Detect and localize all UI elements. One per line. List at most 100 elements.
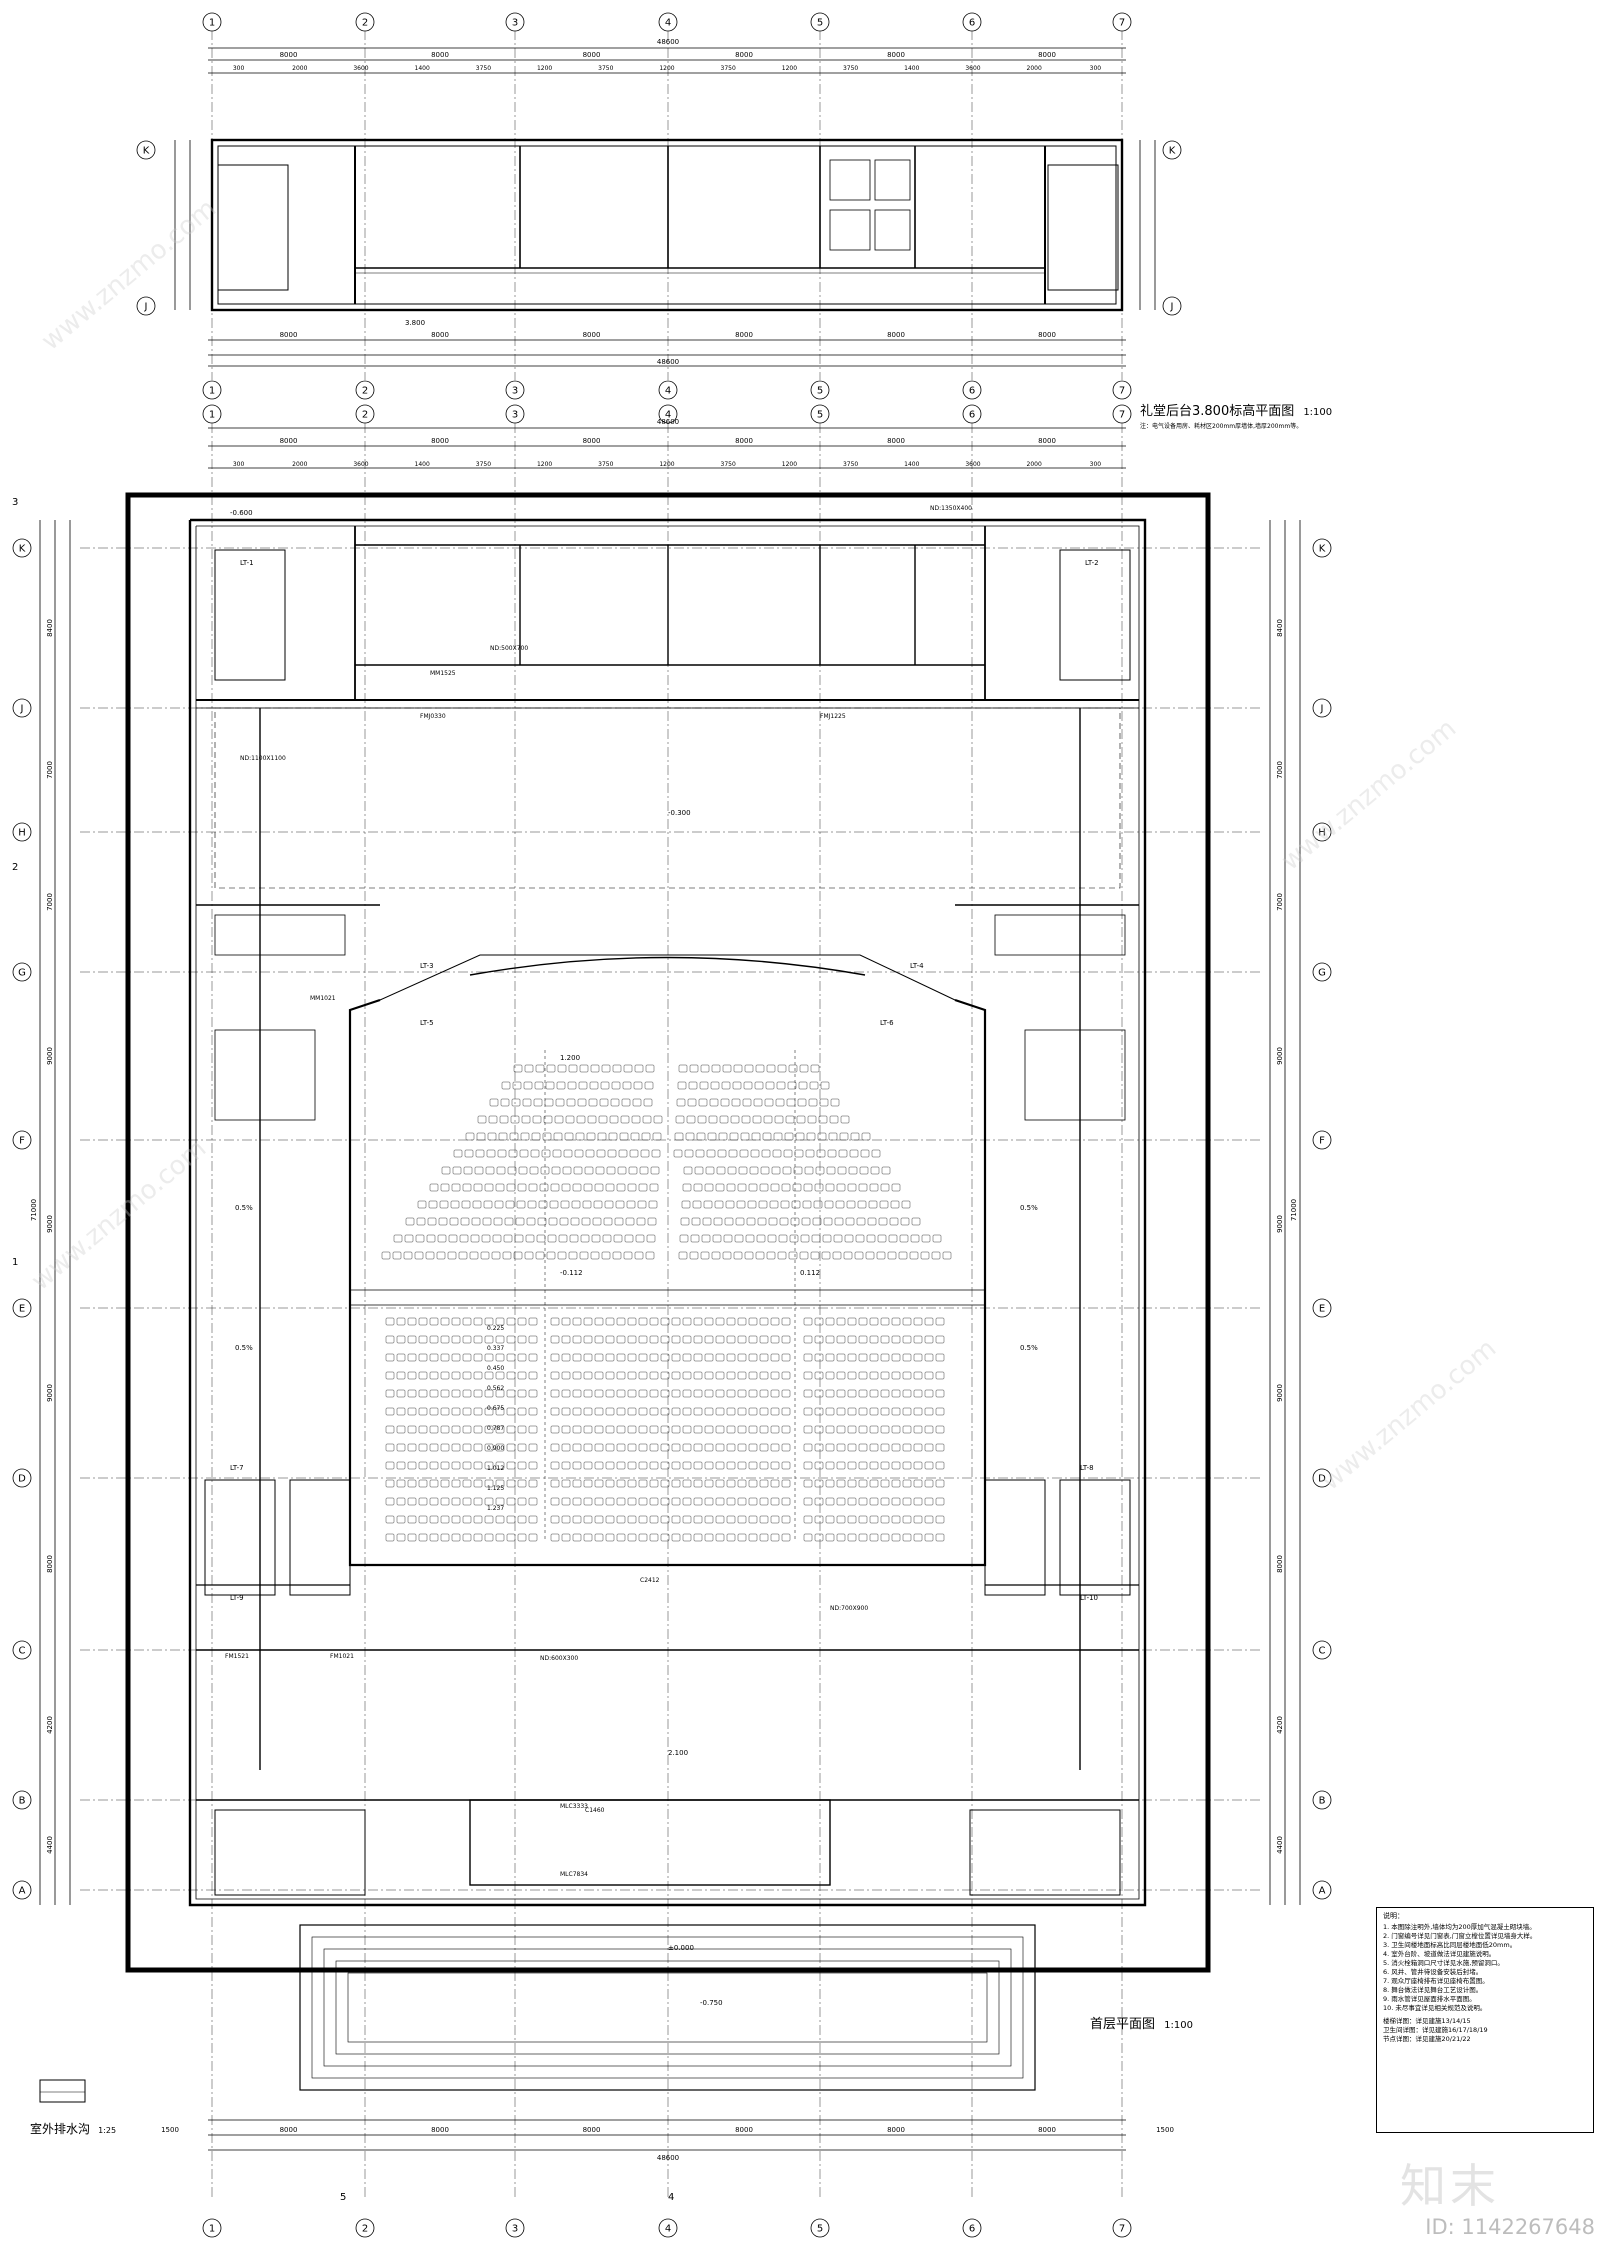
seat — [748, 1461, 758, 1470]
seat — [651, 1149, 661, 1158]
axis-bubble-row-left-label: E — [19, 1304, 25, 1315]
axis-bubble-row-right-label: G — [1318, 968, 1326, 979]
seat — [381, 1251, 391, 1260]
seat — [558, 1234, 568, 1243]
seat — [385, 1335, 395, 1344]
seat — [671, 1353, 681, 1362]
seat — [770, 1515, 780, 1524]
seat — [888, 1234, 898, 1243]
seat — [572, 1497, 582, 1506]
seat-row-level: 0.787 — [487, 1425, 504, 1432]
seat — [429, 1353, 439, 1362]
seat — [548, 1217, 558, 1226]
seat — [491, 1251, 501, 1260]
seat — [462, 1317, 472, 1326]
seat — [733, 1251, 743, 1260]
seat — [804, 1166, 814, 1175]
seat — [550, 1183, 560, 1192]
seat — [552, 1149, 562, 1158]
seat — [482, 1217, 492, 1226]
seat — [608, 1132, 618, 1141]
axis-bubble-row-right-label: H — [1318, 828, 1326, 839]
seat — [393, 1234, 403, 1243]
seat — [935, 1515, 945, 1524]
seat — [788, 1251, 798, 1260]
seat — [568, 1251, 578, 1260]
seat — [696, 1132, 706, 1141]
seat — [814, 1335, 824, 1344]
seat — [514, 1234, 524, 1243]
seat — [495, 1443, 505, 1452]
seat — [902, 1353, 912, 1362]
seat — [836, 1371, 846, 1380]
axis-bubble-row-left-label: D — [18, 1474, 26, 1485]
axis-bubble-col-main-label: 5 — [817, 410, 823, 421]
seat — [462, 1497, 472, 1506]
seat — [803, 1407, 813, 1416]
seat — [801, 1217, 811, 1226]
seat — [418, 1443, 428, 1452]
seat — [484, 1479, 494, 1488]
seat — [836, 1497, 846, 1506]
seat — [737, 1183, 747, 1192]
seat — [693, 1425, 703, 1434]
seat — [721, 1081, 731, 1090]
seat — [814, 1389, 824, 1398]
seat — [557, 1251, 567, 1260]
seat — [682, 1389, 692, 1398]
seat — [645, 1064, 655, 1073]
seat — [583, 1497, 593, 1506]
seat — [902, 1407, 912, 1416]
seat — [858, 1443, 868, 1452]
bay-dimension-bottom: 1500 — [1156, 2126, 1174, 2134]
seat — [762, 1132, 772, 1141]
seat — [847, 1317, 857, 1326]
seat — [638, 1515, 648, 1524]
row-dimension-left: 7000 — [46, 893, 54, 911]
seat — [856, 1217, 866, 1226]
seat — [649, 1183, 659, 1192]
seat — [671, 1515, 681, 1524]
seat — [682, 1443, 692, 1452]
seat — [561, 1353, 571, 1362]
seat — [583, 1461, 593, 1470]
seat — [860, 1149, 870, 1158]
level-mark: 3.800 — [405, 319, 425, 327]
axis-bubble-col-bottom — [658, 2218, 678, 2238]
drain-title: 室外排水沟 — [30, 2122, 91, 2136]
seat — [616, 1389, 626, 1398]
seat — [407, 1515, 417, 1524]
seat — [616, 1533, 626, 1542]
seat — [913, 1497, 923, 1506]
seat — [513, 1064, 523, 1073]
seat — [693, 1407, 703, 1416]
seat — [869, 1515, 879, 1524]
stair-code: LT-10 — [1080, 1594, 1098, 1602]
seat — [617, 1166, 627, 1175]
seat — [836, 1443, 846, 1452]
seat — [524, 1064, 534, 1073]
notes-line: 9. 雨水管详见屋面排水平面图。 — [1383, 1995, 1476, 2003]
seat — [612, 1251, 622, 1260]
seat — [913, 1317, 923, 1326]
seat — [847, 1183, 857, 1192]
seat — [512, 1081, 522, 1090]
bay-dimension-main-top: 8000 — [735, 437, 753, 445]
seat — [462, 1353, 472, 1362]
seat — [407, 1371, 417, 1380]
axis-bubble-col-mid — [658, 380, 678, 400]
seat — [741, 1115, 751, 1124]
axis-bubble-col-mid-label: 6 — [969, 386, 975, 397]
seat — [418, 1371, 428, 1380]
seat — [726, 1353, 736, 1362]
notes-line: 10. 未尽事宜详见相关规范及说明。 — [1383, 2004, 1487, 2012]
seat — [858, 1335, 868, 1344]
seat — [726, 1461, 736, 1470]
axis-bubble-col-top-label: 4 — [665, 18, 671, 29]
seat — [506, 1461, 516, 1470]
seat — [880, 1443, 890, 1452]
seat — [572, 1533, 582, 1542]
seat — [528, 1335, 538, 1344]
seat — [605, 1461, 615, 1470]
seat — [550, 1371, 560, 1380]
